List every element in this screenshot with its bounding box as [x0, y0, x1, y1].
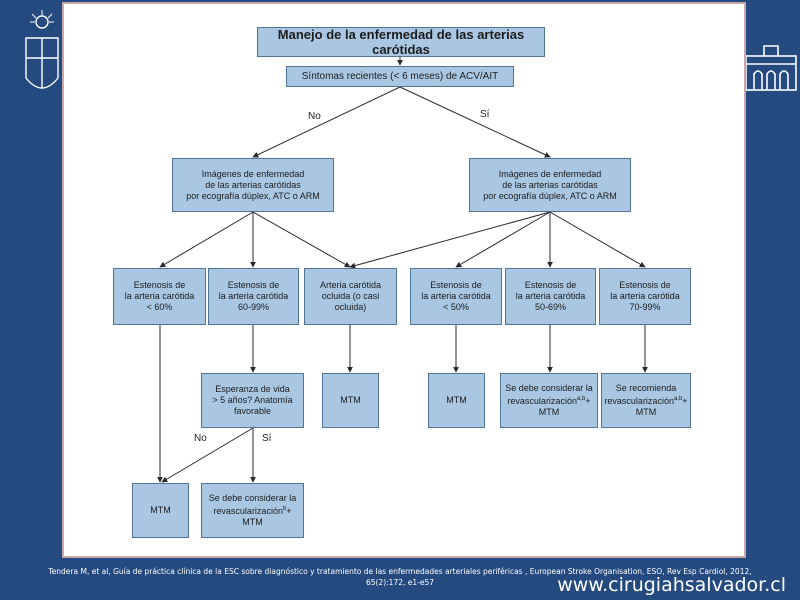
box-mtm-lt50: MTM — [428, 373, 485, 428]
box-mtm-occluded: MTM — [322, 373, 379, 428]
box-stenosis-lt60: Estenosis de la arteria carótida < 60% — [113, 268, 206, 325]
edge-label-si: Sí — [480, 109, 490, 120]
mtm-tail: MTM — [635, 407, 657, 417]
website-url: www.cirugiahsalvador.cl — [557, 574, 786, 596]
box-imaging-right: Imágenes de enfermedad de las arterias c… — [469, 158, 631, 212]
box-stenosis-lt50: Estenosis de la arteria carótida < 50% — [410, 268, 502, 325]
footnote-marker: b — [282, 506, 287, 512]
box-title: Manejo de la enfermedad de las arterias … — [257, 27, 545, 57]
revasc-text: Se recomienda revascularización — [604, 383, 677, 406]
box-revasc-recommend-70-99: Se recomienda revascularizacióna,b+ MTM — [601, 373, 691, 428]
footnote-marker: a,b — [576, 396, 586, 402]
citation: Tendera M, et al, Guía de práctica clíni… — [48, 567, 752, 587]
plus-sign: + — [585, 396, 591, 406]
box-occluded: Arteria carótida ocluida (o casi ocluida… — [304, 268, 397, 325]
edge-label-no: No — [308, 111, 321, 122]
box-stenosis-70-99: Estenosis de la arteria carótida 70-99% — [599, 268, 691, 325]
box-mtm-lt60: MTM — [132, 483, 189, 538]
edge-label-life-si: Sí — [262, 433, 272, 444]
mtm-tail: MTM — [538, 407, 560, 417]
footnote-marker: a,b — [673, 396, 683, 402]
plus-sign: + — [286, 506, 292, 516]
edge-label-life-no: No — [194, 433, 207, 444]
box-revasc-consider-50-69: Se debe considerar la revascularizacióna… — [500, 373, 598, 428]
box-question: Síntomas recientes (< 6 meses) de ACV/AI… — [286, 66, 514, 87]
revasc-text: Se debe considerar la revascularización — [505, 383, 593, 406]
university-crest-icon — [25, 10, 59, 89]
revasc-text: Se debe considerar la revascularización — [208, 493, 297, 516]
box-life-expectancy: Esperanza de vida > 5 años? Anatomía fav… — [201, 373, 304, 428]
box-imaging-left: Imágenes de enfermedad de las arterias c… — [172, 158, 334, 212]
box-revasc-consider-life: Se debe considerar la revascularizaciónb… — [201, 483, 304, 538]
mtm-tail: MTM — [242, 517, 263, 527]
box-stenosis-50-69: Estenosis de la arteria carótida 50-69% — [505, 268, 596, 325]
box-stenosis-60-99: Estenosis de la arteria carótida 60-99% — [208, 268, 299, 325]
hospital-building-icon — [745, 45, 797, 91]
plus-sign: + — [682, 396, 688, 406]
